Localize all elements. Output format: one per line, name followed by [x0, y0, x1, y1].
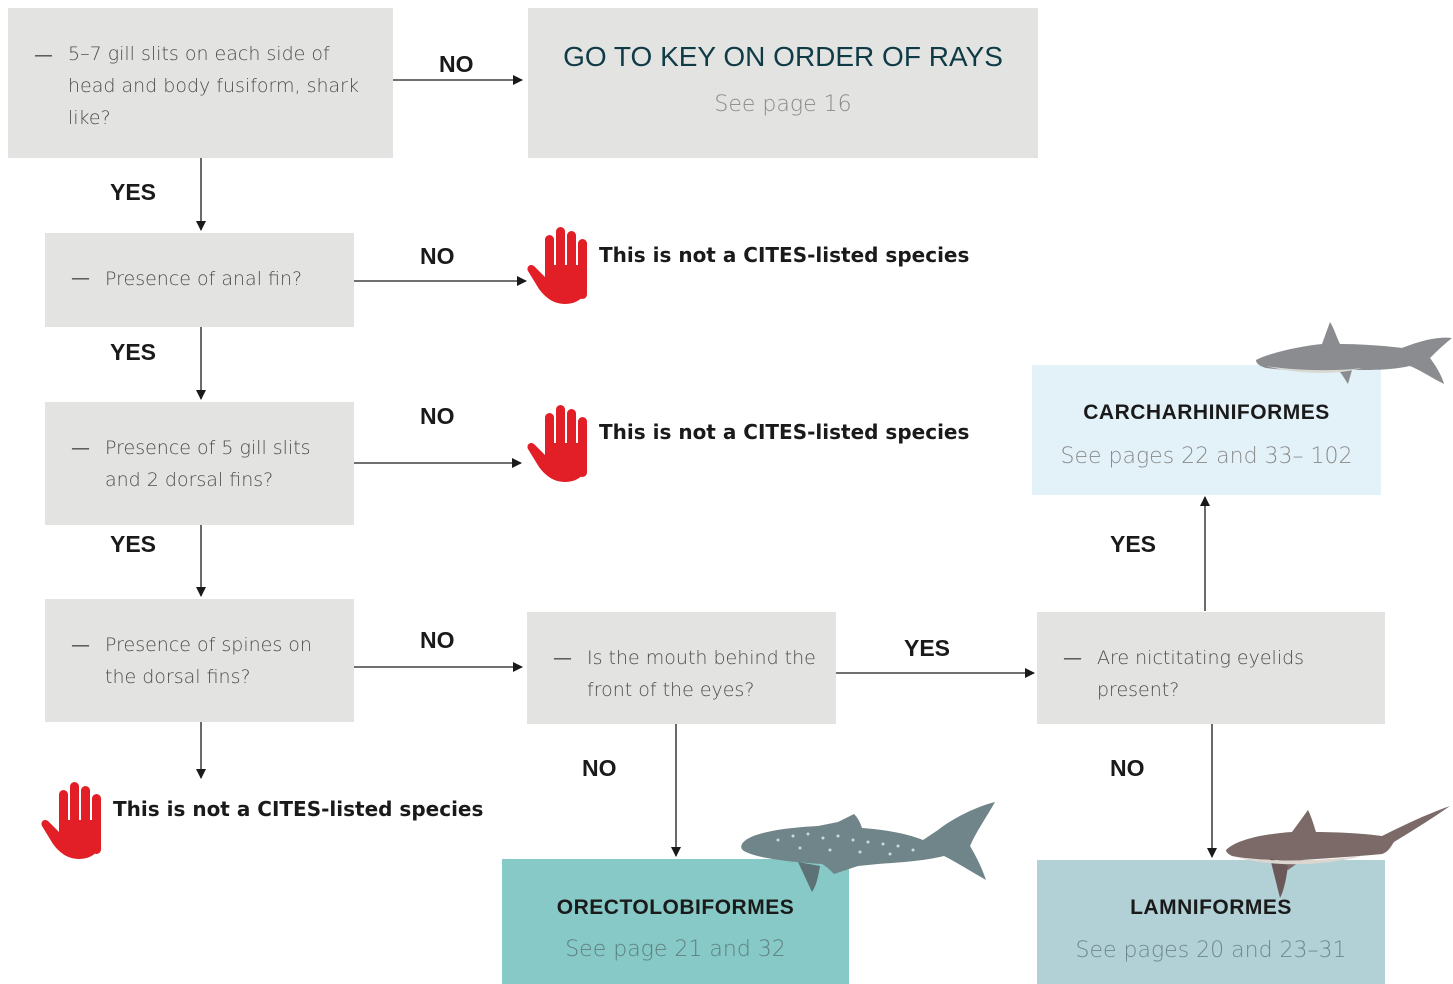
label-no: NO: [420, 403, 455, 429]
not-cites-text: This is not a CITES-listed species: [113, 797, 484, 821]
hammerhead-shark-illustration: [1256, 322, 1452, 384]
outcome-title-orectolobiformes: ORECTOLOBIFORMES: [556, 896, 795, 919]
stop-hand-icon: [41, 782, 101, 859]
question-text: Presence of spines on the dorsal fins?: [105, 634, 312, 688]
bullet-dash: —: [71, 437, 90, 459]
whale-shark-illustration: [741, 802, 995, 892]
label-yes: YES: [110, 531, 157, 557]
question-box-anal-fin: — Presence of anal fin?: [45, 233, 354, 327]
label-no: NO: [582, 755, 617, 781]
question-text: Is the mouth behind the front of the eye…: [587, 647, 816, 701]
outcome-page-ref: See pages 20 and 23–31: [1075, 938, 1347, 963]
outcome-box-lamniformes: LAMNIFORMES See pages 20 and 23–31: [1037, 860, 1385, 984]
outcome-title-rays: GO TO KEY ON ORDER OF RAYS: [563, 41, 1003, 72]
outcome-page-ref: See pages 22 and 33– 102: [1060, 444, 1353, 469]
label-yes: YES: [110, 339, 157, 365]
bullet-dash: —: [71, 267, 90, 289]
bullet-dash: —: [71, 634, 90, 656]
thresher-shark-illustration: [1226, 806, 1450, 898]
question-box-gill-dorsal: — Presence of 5 gill slits and 2 dorsal …: [45, 402, 354, 525]
outcome-title-lamniformes: LAMNIFORMES: [1130, 896, 1292, 919]
question-text: 5–7 gill slits on each side of head and …: [68, 43, 359, 129]
stop-hand-icon: [527, 405, 587, 482]
label-yes: YES: [110, 179, 157, 205]
not-cites-text: This is not a CITES-listed species: [599, 243, 970, 267]
label-no: NO: [439, 51, 474, 77]
label-yes: YES: [1110, 531, 1157, 557]
bullet-dash: —: [1063, 647, 1082, 669]
outcome-page-ref: See page 21 and 32: [565, 937, 786, 962]
outcome-box-carcharhiniformes: CARCHARHINIFORMES See pages 22 and 33– 1…: [1032, 365, 1381, 495]
question-box-gill-slits: — 5–7 gill slits on each side of head an…: [8, 8, 393, 158]
label-yes: YES: [904, 635, 951, 661]
question-text: Presence of anal fin?: [105, 268, 303, 290]
stop-hand-icon: [527, 227, 587, 304]
outcome-title-carcharhiniformes: CARCHARHINIFORMES: [1083, 401, 1330, 424]
question-box-spines: — Presence of spines on the dorsal fins?: [45, 599, 354, 722]
outcome-page-ref: See page 16: [714, 92, 852, 117]
label-no: NO: [420, 243, 455, 269]
outcome-box-rays: GO TO KEY ON ORDER OF RAYS See page 16: [528, 8, 1038, 158]
question-box-eyelids: — Are nictitating eyelids present?: [1037, 612, 1385, 724]
question-text: Are nictitating eyelids present?: [1097, 647, 1305, 701]
not-cites-text: This is not a CITES-listed species: [599, 420, 970, 444]
label-no: NO: [420, 627, 455, 653]
label-no: NO: [1110, 755, 1145, 781]
question-box-mouth: — Is the mouth behind the front of the e…: [527, 612, 836, 724]
bullet-dash: —: [34, 44, 53, 66]
bullet-dash: —: [553, 647, 572, 669]
question-text: Presence of 5 gill slits and 2 dorsal fi…: [105, 437, 311, 491]
outcome-box-orectolobiformes: ORECTOLOBIFORMES See page 21 and 32: [502, 859, 849, 984]
